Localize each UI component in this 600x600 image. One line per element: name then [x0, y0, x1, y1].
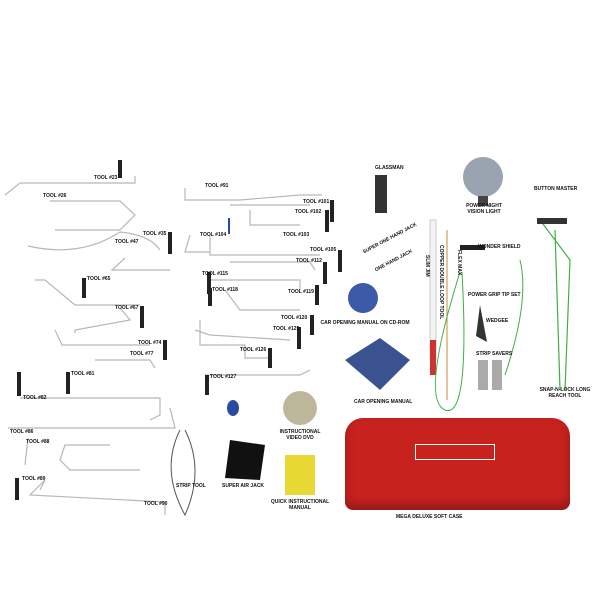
label-tool-115: TOOL #115	[202, 271, 228, 277]
label-mega-deluxe-soft-case: MEGA DELUXE SOFT CASE	[396, 514, 463, 520]
label-manual: CAR OPENING MANUAL	[354, 399, 413, 405]
label-tool-125: TOOL #125	[273, 326, 300, 332]
label-tool-86: TOOL #86	[10, 429, 34, 435]
mega-deluxe-soft-case	[345, 418, 570, 510]
label-tool-26: TOOL #26	[43, 193, 67, 199]
label-flex-max: FLEX MAX	[456, 250, 462, 276]
label-tool-126: TOOL #126	[240, 347, 267, 353]
label-button-master: BUTTON MASTER	[534, 186, 578, 192]
label-strip-savers: STRIP SAVERS	[476, 351, 513, 357]
label-tool-74: TOOL #74	[138, 340, 162, 346]
label-tool-23: TOOL #23	[94, 175, 118, 181]
label-strip-tool: STRIP TOOL	[176, 483, 206, 489]
label-tool-90: TOOL #90	[144, 501, 168, 507]
label-wonder-shield: WONDER SHIELD	[478, 244, 521, 250]
label-glassman: GLASSMAN	[375, 165, 404, 171]
label-snap-n-lock: SNAP-N-LOCK LONG REACH TOOL	[539, 387, 591, 399]
label-tool-65: TOOL #65	[87, 276, 111, 282]
rods	[4, 176, 322, 515]
label-tool-102: TOOL #102	[295, 209, 322, 215]
label-tool-89: TOOL #89	[22, 476, 46, 482]
label-tool-35: TOOL #35	[143, 231, 167, 237]
right-items	[170, 157, 571, 517]
label-tool-67: TOOL #67	[115, 305, 139, 311]
label-quick-instructional-manual: QUICK INSTRUCTIONAL MANUAL	[270, 499, 330, 511]
label-power-night-vision-light: POWER NIGHT VISION LIGHT	[466, 203, 502, 215]
label-super-air-jack: SUPER AIR JACK	[222, 483, 265, 489]
label-tool-103: TOOL #103	[283, 232, 310, 238]
label-tool-104: TOOL #104	[200, 232, 227, 238]
label-slim-jim: SLIM JIM	[424, 255, 430, 277]
label-tool-82: TOOL #82	[23, 395, 47, 401]
label-tool-81: TOOL #81	[71, 371, 95, 377]
label-tool-47: TOOL #47	[115, 239, 139, 245]
label-cd-rom: CAR OPENING MANUAL ON CD-ROM	[320, 320, 410, 326]
label-tool-119: TOOL #119	[288, 289, 314, 295]
label-instructional-dvd: INSTRUCTIONAL VIDEO DVD	[279, 429, 321, 441]
label-tool-112: TOOL #112	[296, 258, 322, 264]
label-tool-88: TOOL #88	[26, 439, 50, 445]
label-tool-127: TOOL #127	[210, 374, 237, 380]
label-copper-double-loop: COPPER DOUBLE LOOP TOOL	[438, 245, 444, 320]
label-tool-91: TOOL #91	[205, 183, 229, 189]
label-wedgee: WEDGEE	[486, 318, 509, 324]
label-tool-105: TOOL #105	[310, 247, 337, 253]
label-tool-77: TOOL #77	[130, 351, 154, 357]
label-tool-118: TOOL #118	[212, 287, 238, 293]
label-tool-120: TOOL #120	[281, 315, 308, 321]
handles	[15, 160, 342, 500]
label-tool-101: TOOL #101	[303, 199, 330, 205]
case-logo	[415, 444, 495, 460]
label-power-grip-tip-set: POWER GRIP TIP SET	[468, 292, 521, 298]
